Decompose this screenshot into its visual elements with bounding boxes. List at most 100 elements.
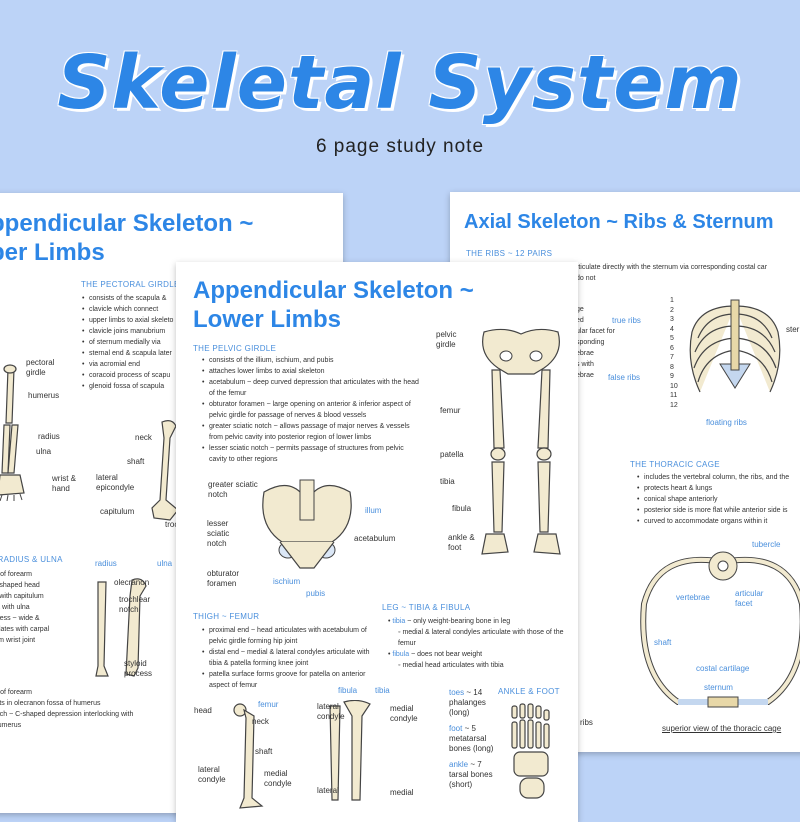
label-illum: illum (365, 506, 382, 515)
rib-number-12: 12 (670, 401, 678, 409)
leg-item-key: tibia (392, 618, 406, 625)
section-heading: THIGH ~ FEMUR (193, 612, 260, 621)
label-patella: patella (440, 450, 464, 459)
rib-number-5: 5 (670, 335, 674, 342)
pelvic-bullet-4: obturator foramen ~ large opening on ant… (202, 399, 419, 421)
pectoral-bullet-4: clavicle joins manubrium (82, 326, 339, 337)
section-heading: ANKLE & FOOT (498, 687, 560, 696)
rib-number-10: 10 (670, 382, 678, 390)
ribs-partial-line-4: sponding (576, 339, 605, 346)
label-ulna: ulna (36, 447, 52, 456)
label-neck: neck (252, 717, 269, 726)
pelvic-bullet-5: greater sciatic notch ~ allows passage o… (202, 421, 419, 443)
ribs-line-1: rticulate directly with the sternum via … (576, 264, 768, 271)
label-ulna-blue: ulna (157, 559, 173, 568)
rib-number-4: 4 (670, 325, 674, 333)
rib-number-3: 3 (670, 316, 674, 323)
section-heading: THE PECTORAL GIRDLE (81, 280, 180, 289)
thigh-bullet-3: patella surface forms groove for patella… (202, 669, 384, 691)
rib-number-8: 8 (670, 363, 674, 371)
ribs-partial-line-1: ge (576, 306, 584, 313)
subtitle: 6 page study note (315, 136, 485, 157)
label-costal-cartilage: costal cartilage (696, 664, 750, 673)
pectoral-bullet-1: consists of the scapula & (82, 293, 339, 304)
thoracic-bullet-1: includes the vertebral column, the ribs,… (637, 472, 800, 483)
ulna-line-1: art of forearm (0, 689, 33, 696)
thigh-bullet-1: proximal end ~ head articulates with ace… (202, 625, 384, 647)
thoracic-bullet-5: curved to accommodate organs within it (637, 516, 800, 527)
leg-skeleton-illustration (481, 328, 561, 555)
ribs-partial-line-5: ebrae (576, 350, 594, 357)
pectoral-bullet-7: via acromial end (82, 359, 339, 370)
radius-ulna-line-2: sk-shaped head (0, 582, 40, 589)
page-title-line2: Lower Limbs (193, 306, 342, 333)
ribs-partial-line-2: ed (576, 317, 584, 324)
label-shaft: shaft (255, 747, 273, 756)
foot-item-detail: metatarsal bones (long) (449, 734, 494, 753)
label-trochlea: troc (165, 520, 179, 529)
femur-illustration (233, 703, 264, 809)
leg-item-4: ◦ medial head articulates with tibia (398, 662, 504, 669)
label-fibula: fibula (452, 504, 472, 513)
label-shaft: shaft (654, 638, 672, 647)
pelvic-bullet-2: attaches lower limbs to axial skeleton (202, 366, 419, 377)
thoracic-bullet-2: protects heart & lungs (637, 483, 800, 494)
foot-item-key: toes (449, 688, 465, 697)
leg-item-2: ◦ medial & lateral condyles articulate w… (398, 629, 564, 647)
foot-item-key: foot (449, 724, 463, 733)
ribs-partial-line-3: ular facet for (576, 328, 615, 335)
label-head: head (194, 706, 212, 715)
label-sternum: sternum (704, 683, 733, 692)
pectoral-bullet-6: sternal end & scapula later (82, 348, 339, 359)
section-heading: ~ RADIUS & ULNA (0, 555, 63, 564)
label-radius: radius (38, 432, 60, 441)
label-trochlear-notch: trochlear notch (119, 595, 151, 614)
main-title: Skeletal System (57, 40, 743, 126)
section-heading: THE THORACIC CAGE (630, 460, 720, 469)
label-styloid-process: styloid process (124, 659, 153, 678)
label-sternum-partial: ster (786, 325, 800, 334)
label-pelvic-girdle: pelvic girdle (436, 330, 457, 349)
page-title-line2: per Limbs (0, 239, 105, 266)
label-lateral-condyle: lateral condyle (198, 765, 226, 784)
ribs-line-2: do not (576, 275, 596, 282)
label-ischium: ischium (273, 577, 301, 586)
label-neck: neck (135, 433, 152, 442)
thoracic-cage-illustration (640, 551, 800, 708)
label-lesser-sciatic-notch: lesser sciatic notch (207, 519, 230, 548)
page-title: Axial Skeleton ~ Ribs & Sternum (464, 211, 774, 233)
arm-bones-illustration (0, 364, 25, 501)
label-pubis: pubis (306, 589, 326, 598)
label-acetabulum: acetabulum (354, 534, 396, 543)
radius-ulna-line-1: art of forearm (0, 571, 33, 578)
label-olecranon: olecranon (114, 578, 150, 587)
pelvic-bullet-1: consists of the illium, ischium, and pub… (202, 355, 419, 366)
humerus-illustration (151, 420, 179, 521)
pectoral-bullets: consists of the scapula &clavicle which … (81, 293, 339, 392)
pelvic-bullet-6: lesser sciatic notch ~ permits passage o… (202, 443, 419, 465)
foot-item-detail: tarsal bones (short) (449, 770, 493, 789)
label-lateral-3: lateral (317, 786, 339, 795)
label-femur-blue: femur (258, 700, 279, 709)
label-tubercle: tubercle (752, 540, 781, 549)
ribs-text: rticulate directly with the sternum via … (576, 262, 800, 284)
pectoral-bullet-5: of sternum medially via (82, 337, 339, 348)
label-floating-ribs: floating ribs (706, 418, 747, 427)
label-greater-sciatic-notch: greater sciatic notch (208, 480, 258, 499)
label-medial-condyle: medial condyle (264, 769, 292, 788)
radius-ulna-line-4: s & with ulna (0, 604, 30, 611)
rib-number-9: 9 (670, 373, 674, 380)
label-false-ribs: false ribs (608, 373, 641, 382)
foot-item-detail: phalanges (long) (449, 698, 486, 717)
pelvis-illustration (262, 479, 352, 569)
section-heading: LEG ~ TIBIA & FIBULA (382, 603, 471, 612)
ulna-line-2: n fits in olecranon fossa of humerus (0, 700, 101, 707)
leg-item-1: • tibia ~ only weight-bearing bone in le… (388, 618, 511, 625)
page-title-line1: ppendicular Skeleton ~ (0, 210, 254, 237)
label-ankle-foot: ankle & foot (448, 533, 475, 552)
pectoral-bullet-9: glenoid fossa of scapula (82, 381, 339, 392)
pelvic-bullet-3: acetabulum ~ deep curved depression that… (202, 377, 419, 399)
label-obturator-foramen: obturator foramen (207, 569, 240, 588)
